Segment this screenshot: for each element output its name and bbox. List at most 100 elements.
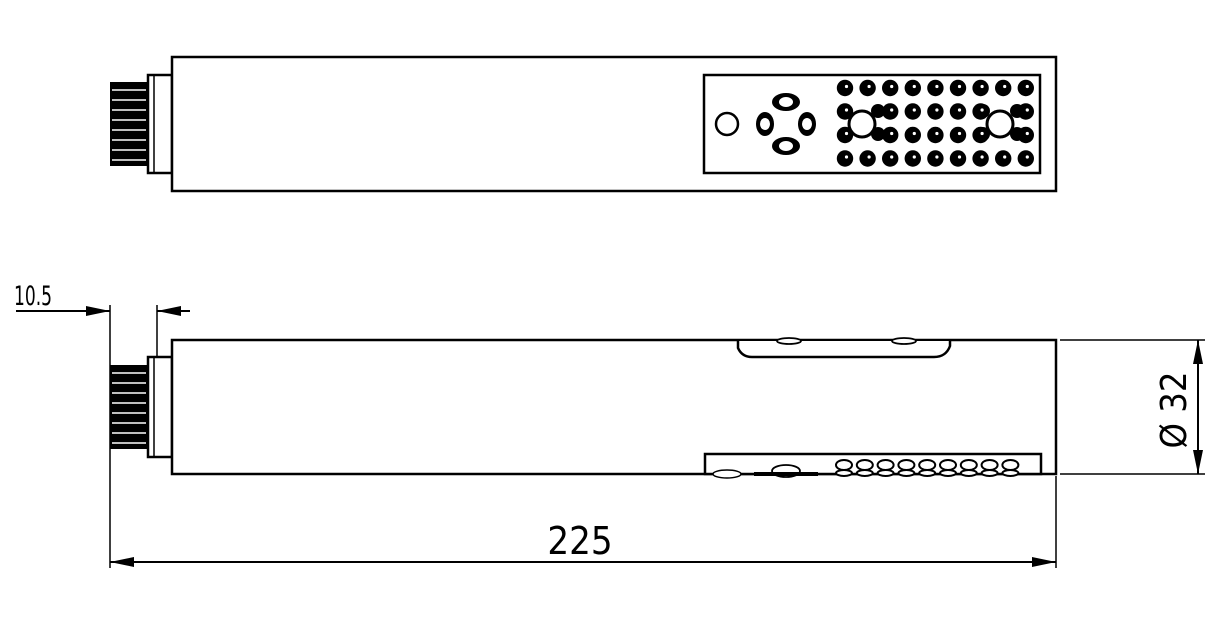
- nozzle-hole-highlight: [957, 131, 962, 136]
- side-body: [170, 338, 1058, 476]
- side-nozzle-hole: [939, 459, 957, 471]
- side-nozzle-hole: [897, 469, 916, 477]
- top-small-button: [714, 111, 740, 137]
- nozzle-hole-highlight: [890, 108, 894, 112]
- nozzle-hole: [836, 126, 854, 144]
- nozzle-hole-highlight: [980, 84, 984, 89]
- dimension-diameter: Ø 32: [1060, 339, 1205, 475]
- side-nozzle-hole: [1001, 469, 1020, 477]
- nozzle-hole-highlight: [1025, 131, 1029, 136]
- nozzle-hole: [949, 126, 967, 144]
- side-nozzle-hole: [918, 469, 937, 477]
- top-control-pad: [756, 93, 816, 155]
- nozzle-hole-highlight: [912, 108, 916, 112]
- nozzle-hole: [949, 79, 967, 97]
- side-view: [110, 337, 1058, 479]
- nozzle-hole-highlight: [957, 155, 962, 159]
- side-nozzle-hole: [835, 459, 853, 471]
- nozzle-hole: [904, 103, 921, 120]
- nozzle-hole: [927, 79, 944, 97]
- side-nozzle-hole: [980, 459, 999, 471]
- nozzle-hole-highlight: [980, 131, 984, 136]
- nozzle-hole-highlight: [1025, 155, 1029, 159]
- nozzle-hole: [836, 150, 854, 167]
- nozzle-hole: [882, 103, 899, 120]
- nozzle-hole-highlight: [912, 155, 916, 159]
- nozzle-hole: [1017, 79, 1034, 97]
- nozzle-hole-highlight: [890, 84, 894, 89]
- dimension-diameter-label: Ø 32: [1154, 372, 1195, 449]
- nozzle-hole: [972, 126, 989, 144]
- nozzle-hole: [927, 150, 944, 167]
- nozzle-hole: [995, 79, 1012, 97]
- nozzle-hole: [927, 126, 944, 144]
- top-thread-fitting: [110, 73, 174, 175]
- side-nozzle-hole: [939, 469, 957, 477]
- nozzle-hole: [904, 79, 921, 97]
- nozzle-hole-highlight: [844, 84, 849, 89]
- nozzle-hole: [949, 150, 967, 167]
- nozzle-hole-highlight: [1003, 155, 1007, 159]
- dimension-thread-length-label: 10.5: [14, 281, 52, 312]
- nozzle-hole-highlight: [935, 155, 939, 159]
- side-nozzle-hole: [959, 469, 978, 477]
- nozzle-hole: [882, 150, 899, 167]
- side-nozzle-hole: [1001, 459, 1020, 471]
- nozzle-hole: [927, 103, 944, 120]
- nozzle-hole-highlight: [844, 131, 849, 136]
- side-top-button: [736, 341, 952, 359]
- nozzle-hole: [871, 104, 885, 118]
- side-nozzle-hole: [918, 459, 937, 471]
- nozzle-hole: [882, 126, 899, 144]
- nozzle-hole: [972, 79, 989, 97]
- nozzle-hole: [904, 126, 921, 144]
- nozzle-hole-highlight: [844, 108, 849, 112]
- side-nozzle-holes: [835, 459, 1020, 477]
- nozzle-hole: [1017, 103, 1034, 120]
- nozzle-hole-highlight: [980, 108, 984, 112]
- side-nozzle-hole: [876, 459, 895, 471]
- nozzle-hole-highlight: [844, 155, 849, 159]
- nozzle-hole-highlight: [867, 155, 871, 159]
- nozzle-hole: [882, 79, 899, 97]
- nozzle-hole-highlight: [912, 131, 916, 136]
- nozzle-hole-highlight: [935, 84, 939, 89]
- nozzle-hole-highlight: [1025, 108, 1029, 112]
- nozzle-hole: [949, 103, 967, 120]
- top-view: [110, 55, 1058, 193]
- nozzle-hole: [904, 150, 921, 167]
- nozzle-hole: [859, 79, 876, 97]
- nozzle-hole-highlight: [1025, 84, 1029, 89]
- large-nozzle-ring: [847, 109, 877, 139]
- nozzle-hole-highlight: [957, 84, 962, 89]
- side-nozzle-hole: [897, 459, 916, 471]
- nozzle-hole: [995, 150, 1012, 167]
- nozzle-hole-highlight: [912, 84, 916, 89]
- nozzle-hole: [972, 103, 989, 120]
- nozzle-hole-highlight: [935, 131, 939, 136]
- nozzle-hole: [836, 79, 854, 97]
- nozzle-hole-highlight: [867, 84, 871, 89]
- nozzle-hole: [1017, 150, 1034, 167]
- nozzle-hole: [972, 150, 989, 167]
- nozzle-hole: [1017, 126, 1034, 144]
- nozzle-hole-highlight: [890, 131, 894, 136]
- top-nozzle-holes: [836, 79, 1034, 167]
- nozzle-hole: [836, 103, 854, 120]
- side-nozzle-hole: [876, 469, 895, 477]
- nozzle-hole-highlight: [980, 155, 984, 159]
- side-thread-fitting: [110, 355, 174, 459]
- dimension-thread-length: 10.5: [14, 281, 190, 458]
- dimension-total-length-label: 225: [547, 519, 612, 563]
- side-nozzle-hole: [855, 459, 874, 471]
- nozzle-hole-highlight: [890, 155, 894, 159]
- side-nozzle-hole: [959, 459, 978, 471]
- dimension-total-length: 225: [109, 458, 1057, 568]
- large-nozzle-ring: [985, 109, 1015, 139]
- nozzle-hole: [859, 150, 876, 167]
- side-nozzle-hole: [835, 469, 853, 477]
- nozzle-hole-highlight: [1003, 84, 1007, 89]
- side-nozzle-hole: [980, 469, 999, 477]
- nozzle-hole-highlight: [935, 108, 939, 112]
